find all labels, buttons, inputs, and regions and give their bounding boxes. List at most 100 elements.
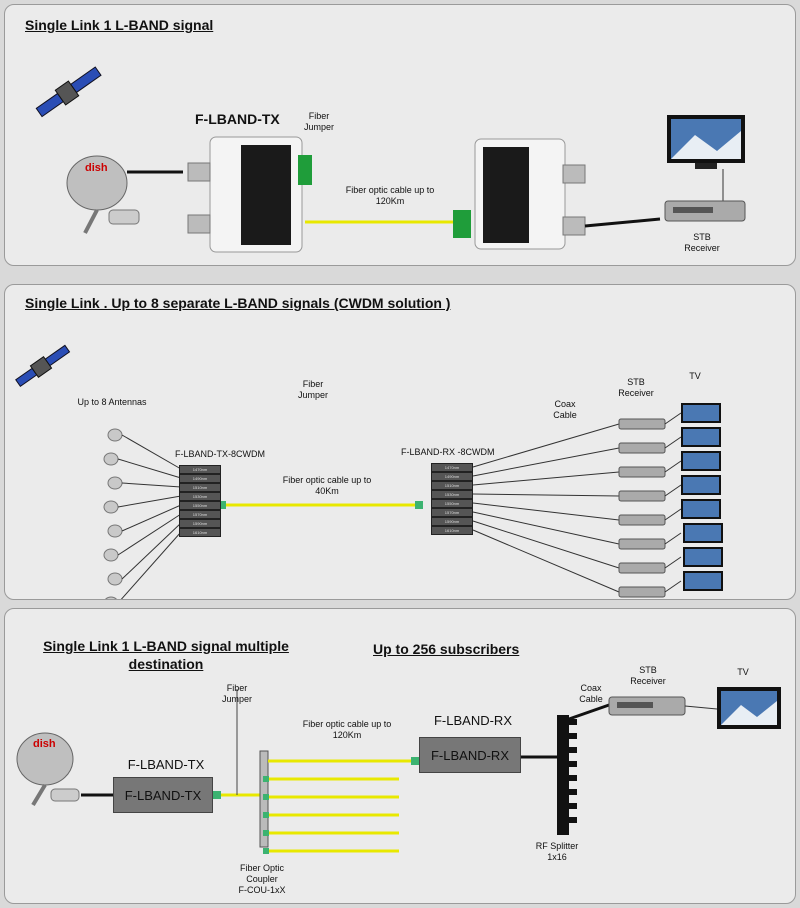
coax-label: Coax Cable [553, 399, 577, 420]
antenna-icon [107, 476, 123, 490]
antenna-group [103, 428, 123, 599]
splitter-label: RF Splitter 1x16 [535, 841, 579, 862]
cwdm-port: 1550nm [179, 501, 221, 510]
panel2-graphics [15, 344, 723, 599]
rf-splitter [557, 715, 569, 835]
stb-receiver-icon [618, 490, 666, 502]
tv-label: TV [737, 667, 749, 677]
panel1-graphics [35, 66, 746, 253]
splitter-port [569, 803, 577, 809]
antenna-icon [107, 428, 123, 442]
antenna-icon [103, 548, 119, 562]
dish-logo: dish [33, 738, 56, 750]
cwdm-port: 1470nm [179, 465, 221, 474]
tx-box-label: F-LBAND-TX [127, 757, 205, 772]
stb-label: STB Receiver [684, 232, 720, 253]
antenna-icon [107, 572, 123, 586]
antenna-connections [117, 434, 182, 599]
panel2-title: Single Link . Up to 8 separate L-BAND si… [25, 295, 451, 311]
tv-icon [681, 427, 721, 447]
tv-icon [717, 687, 781, 729]
splitter-port [569, 775, 577, 781]
cwdm-port: 1530nm [179, 492, 221, 501]
tv-icon [681, 451, 721, 471]
antenna-icon [105, 596, 117, 599]
tv-icon [683, 523, 723, 543]
splitter-port [569, 817, 577, 823]
tv-icon [681, 475, 721, 495]
cwdm-port: 1490nm [179, 474, 221, 483]
fiber-jumper-label: Fiber Jumper [297, 379, 328, 400]
antenna-icon [103, 452, 119, 466]
splitter-port [569, 719, 577, 725]
cwdm-port: 1570nm [179, 510, 221, 519]
stb-label: STB Receiver [618, 377, 654, 398]
cwdm-port: 1550nm [431, 499, 473, 508]
subscribers-label: Up to 256 subscribers [373, 641, 520, 657]
cwdm-port: 1530nm [431, 490, 473, 499]
stb-label: STB Receiver [630, 665, 666, 686]
receiver-connections [472, 423, 620, 593]
splitter-port [569, 761, 577, 767]
cwdm-port: 1470nm [431, 463, 473, 472]
dish-logo: dish [85, 162, 108, 174]
satellite-icon [15, 344, 71, 388]
satellite-icon [35, 66, 102, 118]
tx-device [187, 136, 312, 253]
stb-receiver-icon [618, 586, 666, 598]
tv-icon [667, 115, 745, 169]
dish-antenna-icon [66, 155, 140, 234]
panel3-title: Single Link 1 L-BAND signal multiple des… [43, 638, 289, 672]
cwdm-port: 1510nm [179, 483, 221, 492]
panel-cwdm: Single Link . Up to 8 separate L-BAND si… [4, 284, 796, 600]
rx-cwdm-label: F-LBAND-RX -8CWDM [401, 447, 495, 457]
fiber-jumper-label: Fiber Jumper [303, 111, 334, 132]
coax-label: Coax Cable [579, 683, 603, 704]
splitter-port [569, 747, 577, 753]
tv-label: TV [689, 371, 701, 381]
tx-cwdm-label: F-LBAND-TX-8CWDM [175, 449, 265, 459]
panel1-title: Single Link 1 L-BAND signal [25, 17, 214, 33]
panel-single-link: Single Link 1 L-BAND signal [4, 4, 796, 266]
dish-antenna-icon [16, 732, 80, 807]
stb-group [618, 418, 666, 598]
fiber-jumper-label: Fiber Jumper [221, 683, 252, 704]
tv-icon [683, 547, 723, 567]
cable-label: Fiber optic cable up to 120Km [345, 185, 435, 206]
cable-label: Fiber optic cable up to 120Km [302, 719, 392, 740]
tv-icon [681, 499, 721, 519]
rx-box: F-LBAND-RX [419, 737, 521, 773]
coax-line-2 [584, 217, 661, 228]
panel3-graphics [16, 687, 781, 854]
cwdm-port: 1490nm [431, 472, 473, 481]
cwdm-port: 1610nm [179, 528, 221, 537]
stb-receiver-icon [618, 442, 666, 454]
tx-box: F-LBAND-TX [113, 777, 213, 813]
stb-receiver-icon [608, 696, 686, 716]
tx-title: F-LBAND-TX [195, 111, 280, 127]
cwdm-port: 1610nm [431, 526, 473, 535]
stb-receiver-icon [618, 562, 666, 574]
coupler-label: Fiber Optic Coupler F-COU-1xX [238, 863, 286, 895]
antenna-icon [107, 524, 123, 538]
cwdm-port: 1510nm [431, 481, 473, 490]
stb-receiver-icon [618, 418, 666, 430]
splitter-port [569, 789, 577, 795]
rx-box-label: F-LBAND-RX [433, 713, 512, 728]
antenna-icon [103, 500, 119, 514]
stb-receiver-icon [618, 514, 666, 526]
cwdm-port: 1570nm [431, 508, 473, 517]
cwdm-port: 1590nm [179, 519, 221, 528]
coupler-outputs [263, 776, 399, 854]
tv-group [664, 403, 723, 593]
cwdm-port: 1590nm [431, 517, 473, 526]
panel-multi-destination: Single Link 1 L-BAND signal multiple des… [4, 608, 796, 904]
tv-icon [681, 403, 721, 423]
stb-receiver-icon [618, 538, 666, 550]
antennas-label: Up to 8 Antennas [77, 397, 147, 407]
stb-receiver-icon [664, 200, 746, 222]
cable-label: Fiber optic cable up to 40Km [282, 475, 372, 496]
tv-icon [683, 571, 723, 591]
